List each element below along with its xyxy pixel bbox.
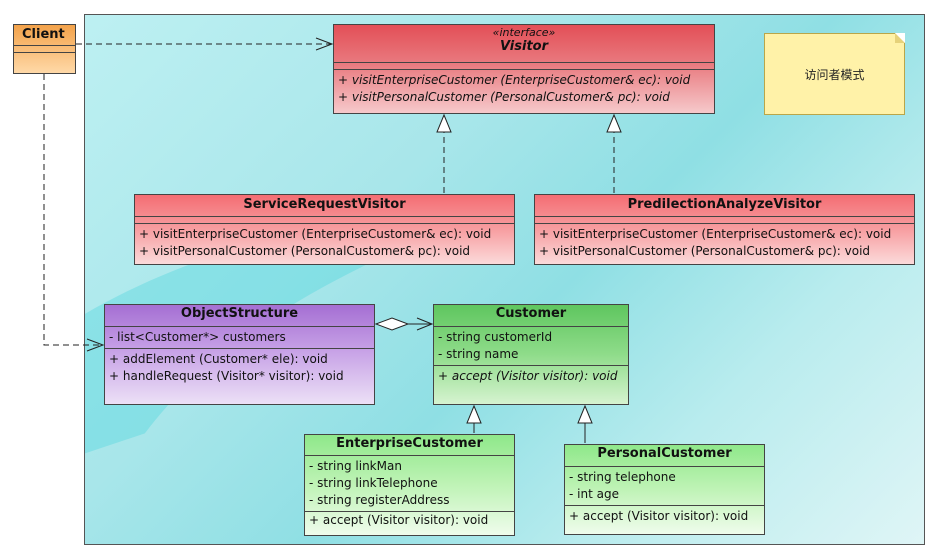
class-name: PersonalCustomer bbox=[597, 446, 732, 461]
operation: + accept (Visitor visitor): void bbox=[569, 509, 749, 523]
note-text: 访问者模式 bbox=[804, 67, 865, 82]
attribute-section bbox=[14, 45, 75, 52]
operation: + accept (Visitor visitor): void bbox=[438, 369, 618, 383]
class-name: Customer bbox=[495, 306, 567, 321]
attribute: - string registerAddress bbox=[309, 493, 450, 507]
attribute: - list<Customer*> customers bbox=[109, 330, 286, 344]
operation: + visitPersonalCustomer (PersonalCustome… bbox=[338, 90, 670, 104]
note-fold bbox=[895, 33, 905, 43]
class-name: Visitor bbox=[499, 39, 549, 54]
class-name: ServiceRequestVisitor bbox=[243, 197, 406, 212]
class-name: PredilectionAnalyzeVisitor bbox=[627, 197, 822, 212]
operation: + handleRequest (Visitor* visitor): void bbox=[109, 369, 344, 383]
operation-section: + visitEnterpriseCustomer (EnterpriseCus… bbox=[535, 223, 914, 262]
attribute: - string telephone bbox=[569, 470, 676, 484]
operation-section: + accept (Visitor visitor): void bbox=[305, 511, 514, 529]
class-customer[interactable]: Customer - string customerId - string na… bbox=[433, 304, 629, 405]
note-box: 访问者模式 bbox=[764, 33, 905, 115]
attribute-section bbox=[535, 216, 914, 223]
operation-section: + visitEnterpriseCustomer (EnterpriseCus… bbox=[334, 69, 714, 108]
attribute-section: - string customerId - string name bbox=[434, 326, 628, 365]
operation-section: + visitEnterpriseCustomer (EnterpriseCus… bbox=[135, 223, 514, 262]
operation: + visitEnterpriseCustomer (EnterpriseCus… bbox=[139, 227, 492, 241]
class-object-structure[interactable]: ObjectStructure - list<Customer*> custom… bbox=[104, 304, 375, 405]
class-predilection-analyze-visitor[interactable]: PredilectionAnalyzeVisitor + visitEnterp… bbox=[534, 194, 915, 265]
attribute-section bbox=[135, 216, 514, 223]
attribute: - string customerId bbox=[438, 330, 553, 344]
class-service-request-visitor[interactable]: ServiceRequestVisitor + visitEnterpriseC… bbox=[134, 194, 515, 265]
class-client[interactable]: Client bbox=[13, 24, 76, 74]
operation: + visitPersonalCustomer (PersonalCustome… bbox=[539, 244, 871, 258]
operation: + visitEnterpriseCustomer (EnterpriseCus… bbox=[539, 227, 892, 241]
class-enterprise-customer[interactable]: EnterpriseCustomer - string linkMan - st… bbox=[304, 434, 515, 536]
attribute-section: - string linkMan - string linkTelephone … bbox=[305, 455, 514, 511]
class-name: ObjectStructure bbox=[180, 306, 299, 321]
attribute-section bbox=[334, 62, 714, 69]
operation-section bbox=[14, 52, 75, 61]
class-stereotype: «interface» bbox=[492, 26, 556, 39]
attribute: - string linkTelephone bbox=[309, 476, 438, 490]
attribute: - string name bbox=[438, 347, 519, 361]
class-personal-customer[interactable]: PersonalCustomer - string telephone - in… bbox=[564, 444, 765, 535]
operation-section: + addElement (Customer* ele): void + han… bbox=[105, 348, 374, 387]
operation: + accept (Visitor visitor): void bbox=[309, 513, 489, 527]
class-name: Client bbox=[22, 27, 65, 42]
attribute-section: - list<Customer*> customers bbox=[105, 326, 374, 348]
operation-section: + accept (Visitor visitor): void bbox=[434, 365, 628, 387]
operation-section: + accept (Visitor visitor): void bbox=[565, 505, 764, 527]
class-visitor[interactable]: «interface» Visitor + visitEnterpriseCus… bbox=[333, 24, 715, 114]
operation: + visitPersonalCustomer (PersonalCustome… bbox=[139, 244, 471, 258]
class-name: EnterpriseCustomer bbox=[336, 436, 483, 451]
attribute-section: - string telephone - int age bbox=[565, 466, 764, 505]
attribute: - string linkMan bbox=[309, 459, 402, 473]
operation: + addElement (Customer* ele): void bbox=[109, 352, 328, 366]
operation: + visitEnterpriseCustomer (EnterpriseCus… bbox=[338, 73, 691, 87]
attribute: - int age bbox=[569, 487, 619, 501]
